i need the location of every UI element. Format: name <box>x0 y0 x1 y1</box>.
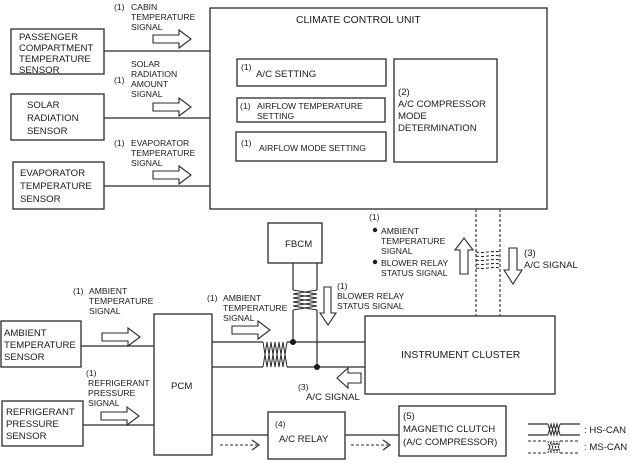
svg-text:(1) REFRIGERANT PR: (1) REFRIGERANT PRESSURE SIGNAL <box>86 368 152 408</box>
airflow-mode-setting-box: (1) AIRFLOW MODE SETTING <box>235 131 387 162</box>
solar-sensor-label: SOLAR RADIATION SENSOR <box>27 100 81 137</box>
airflow-temperature-setting-box: (1) AIRFLOW TEMPERATURE SETTING <box>236 97 386 123</box>
dashed-arrow-relay-to-clutch <box>351 439 392 451</box>
right-arrow-icon <box>152 165 192 185</box>
svg-text:A/C SETTING: A/C SETTING <box>256 69 316 80</box>
legend-ms-can-label: : MS-CAN <box>584 442 627 453</box>
svg-text:(1): (1) <box>114 2 125 12</box>
svg-text:EVAPORATOR TEMPERATURE: EVAPORATOR TEMPERATURE SIGNAL <box>131 138 198 168</box>
up-arrow-icon <box>453 237 475 275</box>
blower-relay-status-signal: (1) BLOWER RELAY STATUS SIGNAL <box>318 281 406 326</box>
svg-text:A/C SIGNAL: A/C SIGNAL <box>306 392 361 403</box>
right-arrow-icon <box>101 327 141 347</box>
right-arrow-icon <box>100 406 140 426</box>
instrument-cluster-box: INSTRUMENT CLUSTER <box>364 315 556 395</box>
svg-text:AMBIENT TEMPERATURE: AMBIENT TEMPERATURE SENSOR <box>4 328 78 363</box>
svg-text:(1): (1) <box>114 138 125 148</box>
svg-text:(1): (1) <box>73 286 84 296</box>
cabin-temperature-signal: (1) CABIN TEMPERATURE SIGNAL <box>114 2 198 49</box>
bullet-icon <box>372 227 378 233</box>
solar-radiation-sensor-box: SOLAR RADIATION SENSOR <box>10 93 105 141</box>
ac-relay-box: (4) A/C RELAY <box>267 411 346 460</box>
svg-text:CABIN TEMPERATURE: CABIN TEMPERATURE SIGNAL <box>131 2 198 32</box>
svg-text:REFRIGERANT PRESSURE: REFRIGERANT PRESSURE SENSOR <box>6 407 77 442</box>
refrigerant-pressure-sensor-box: REFRIGERANT PRESSURE SENSOR <box>1 400 84 447</box>
ac-compressor-mode-box: (2) A/C COMPRESSOR MODE DETERMINATION <box>393 58 498 163</box>
ms-can-bus-ccu-cluster <box>475 209 501 316</box>
down-arrow-icon <box>502 247 524 286</box>
right-arrow-icon <box>152 29 192 49</box>
svg-text:AMBIENT TEMPERATURE: AMBIENT TEMPERATURE SIGNAL <box>89 286 156 316</box>
magnetic-clutch-box: (5) MAGNETIC CLUTCH (A/C COMPRESSOR) <box>398 405 507 457</box>
dashed-arrow-pcm-to-relay <box>220 439 261 451</box>
passenger-sensor-label: PASSENGER COMPARTMENT TEMPERATURE SENSOR <box>19 32 96 76</box>
svg-text:(3): (3) <box>298 382 309 392</box>
svg-text:(1) BLOWER RELAY S: (1) BLOWER RELAY STATUS SIGNAL <box>337 281 406 311</box>
svg-text:(1): (1) <box>241 62 252 72</box>
bullet-icon <box>372 259 378 265</box>
svg-text:(1): (1) <box>369 212 380 222</box>
evaporator-temperature-signal: (1) EVAPORATOR TEMPERATURE SIGNAL <box>114 138 198 185</box>
left-arrow-icon <box>336 366 362 390</box>
svg-text:(4): (4) <box>275 419 286 429</box>
pcm-box: PCM <box>153 313 213 456</box>
svg-text:SOLAR RADIATION AM: SOLAR RADIATION AMOUNT SIGNAL <box>131 59 180 99</box>
svg-text:(2) A/C COMPRESSOR: (2) A/C COMPRESSOR MODE DETERMINATION <box>398 87 489 134</box>
legend: : HS-CAN : MS-CAN <box>528 422 627 454</box>
legend-ms-can-symbol <box>528 440 580 454</box>
svg-text:AIRFLOW MODE SETTING: AIRFLOW MODE SETTING <box>259 143 366 153</box>
svg-text:(5) MAGNETIC CLUTCH: (5) MAGNETIC CLUTCH (A/C COMPRESSOR) <box>403 411 498 448</box>
ms-can-down-signal: (3) A/C SIGNAL <box>502 247 579 286</box>
svg-text:AMBIENT TEMPERATURE: AMBIENT TEMPERATURE SIGNAL <box>223 293 290 323</box>
evaporator-sensor-box: EVAPORATOR TEMPERATURE SENSOR <box>12 161 105 210</box>
hs-can-bus-pcm-cluster <box>212 339 365 370</box>
right-arrow-icon <box>231 320 271 340</box>
svg-text:PCM: PCM <box>171 381 192 392</box>
svg-text:A/C RELAY: A/C RELAY <box>279 434 329 445</box>
ambient-temperature-sensor-box: AMBIENT TEMPERATURE SENSOR <box>0 320 82 368</box>
evaporator-sensor-label: EVAPORATOR TEMPERATURE SENSOR <box>20 168 94 205</box>
passenger-compartment-sensor-box: PASSENGER COMPARTMENT TEMPERATURE SENSOR <box>10 28 105 76</box>
ambient-temperature-signal-from-pcm: (1) AMBIENT TEMPERATURE SIGNAL <box>207 293 290 340</box>
ccu-title: CLIMATE CONTROL UNIT <box>296 15 421 26</box>
ac-signal-to-pcm: (3) A/C SIGNAL <box>298 366 362 403</box>
climate-control-unit: CLIMATE CONTROL UNIT (1) A/C SETTING (1)… <box>209 7 548 210</box>
svg-text:INSTRUMENT CLUSTER: INSTRUMENT CLUSTER <box>401 350 521 361</box>
solar-radiation-amount-signal: (1) SOLAR RADIATION AMOUNT SIGNAL <box>114 59 192 117</box>
legend-hs-can-label: : HS-CAN <box>584 425 626 436</box>
junction-dot <box>290 339 296 345</box>
legend-hs-can-symbol <box>528 422 580 437</box>
right-arrow-icon <box>152 97 192 117</box>
svg-text:AIRFLOW TEMPERATURE SE: AIRFLOW TEMPERATURE SETTING <box>257 101 365 121</box>
fbcm-box: FBCM <box>267 222 323 264</box>
svg-text:BLOWER RELAY STATUS SIGN: BLOWER RELAY STATUS SIGNAL <box>381 258 450 278</box>
ms-can-up-signal: (1) AMBIENT TEMPERATURE SIGNAL BLOWER RE… <box>369 212 475 278</box>
svg-text:(1): (1) <box>114 75 125 85</box>
svg-text:AMBIENT TEMPERATURE: AMBIENT TEMPERATURE SIGNAL <box>381 226 448 256</box>
down-arrow-icon <box>318 286 338 326</box>
svg-text:FBCM: FBCM <box>285 239 312 250</box>
ac-setting-box: (1) A/C SETTING <box>236 58 387 87</box>
ambient-temperature-signal-to-pcm: (1) AMBIENT TEMPERATURE SIGNAL <box>73 286 156 347</box>
svg-text:(1): (1) <box>207 293 218 303</box>
refrigerant-pressure-signal: (1) REFRIGERANT PRESSURE SIGNAL <box>86 368 152 426</box>
svg-text:(3) A/C SIGNAL: (3) A/C SIGNAL <box>524 248 579 271</box>
svg-text:(1): (1) <box>241 138 252 148</box>
junction-dot <box>314 364 320 370</box>
svg-text:(1): (1) <box>240 101 251 111</box>
hs-can-fbcm-drop <box>292 263 318 367</box>
